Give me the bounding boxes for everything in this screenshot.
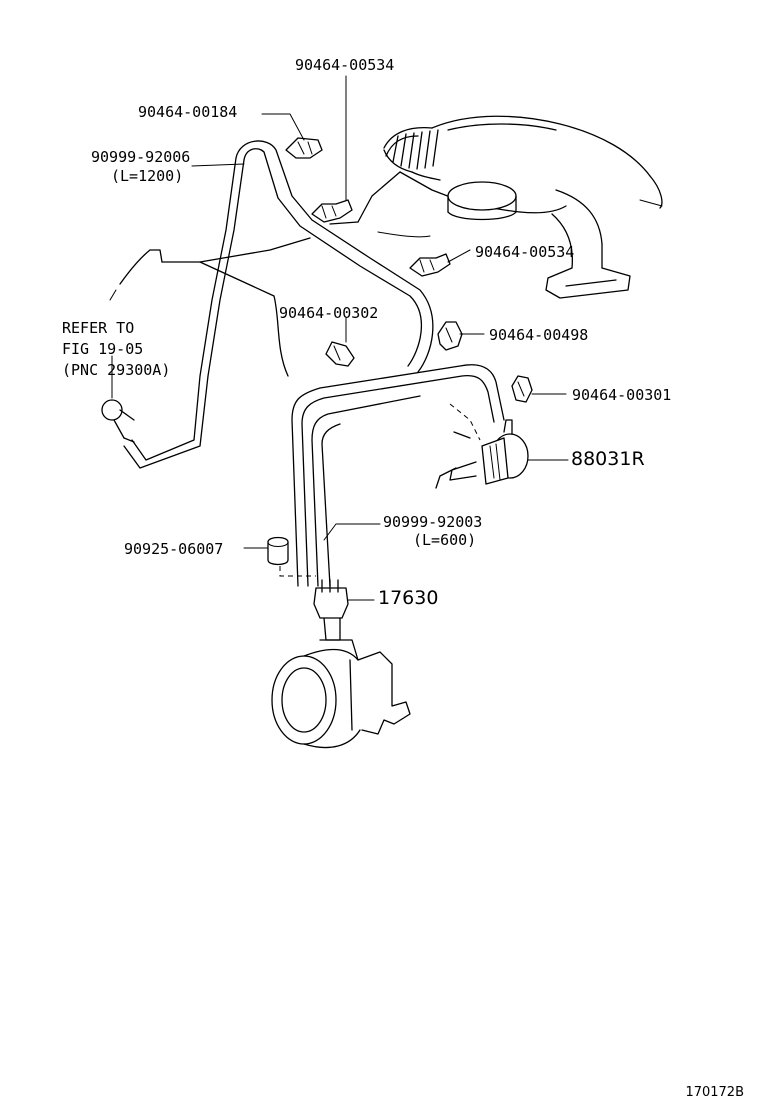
reference-note: REFER TO FIG 19-05 (PNC 29300A) [62, 318, 170, 381]
label-clip-90464-00534-top: 90464-00534 [295, 56, 395, 74]
valve-88031R-drawing [435, 403, 529, 489]
leader-lines [191, 75, 569, 601]
clip-90464-00302-drawing [325, 341, 355, 367]
label-hose-90999-92006-length: (L=1200) [111, 167, 184, 185]
clip-90464-00301-drawing [511, 375, 533, 403]
clip-90464-00184-drawing [285, 137, 323, 159]
clip-90464-00498-drawing [437, 321, 463, 351]
label-clip-90464-00498: 90464-00498 [489, 326, 589, 344]
label-hose-90999-92006: 90999-92006 [91, 148, 191, 166]
clip-90464-00534-top-drawing [311, 199, 353, 223]
engine-outline-left [109, 237, 311, 377]
reference-note-line2: FIG 19-05 [62, 340, 144, 358]
label-hose-90999-92003-length: (L=600) [413, 531, 477, 549]
hose-90999-92003-drawing [291, 364, 505, 587]
figure-id: 170172B [685, 1085, 744, 1100]
label-clip-90464-00534-right: 90464-00534 [475, 243, 575, 261]
label-clip-90464-00184: 90464-00184 [138, 103, 238, 121]
switch-17630-drawing [313, 579, 349, 641]
reference-note-line1: REFER TO [62, 319, 135, 337]
throttle-body-drawing [271, 639, 411, 749]
label-clip-90464-00302: 90464-00302 [279, 304, 379, 322]
label-valve-88031R: 88031R [571, 448, 645, 470]
clip-90464-00534-right-drawing [409, 253, 451, 277]
intake-duct-drawing [329, 115, 663, 299]
reference-note-line3: (PNC 29300A) [62, 361, 171, 379]
label-hose-90999-92003: 90999-92003 [383, 513, 483, 531]
label-clip-90464-00301: 90464-00301 [572, 386, 672, 404]
label-switch-17630: 17630 [378, 587, 439, 609]
filter-90925-06007-drawing [267, 536, 316, 577]
hose-90999-92006-drawing [101, 140, 434, 469]
label-filter-90925-06007: 90925-06007 [124, 540, 224, 558]
